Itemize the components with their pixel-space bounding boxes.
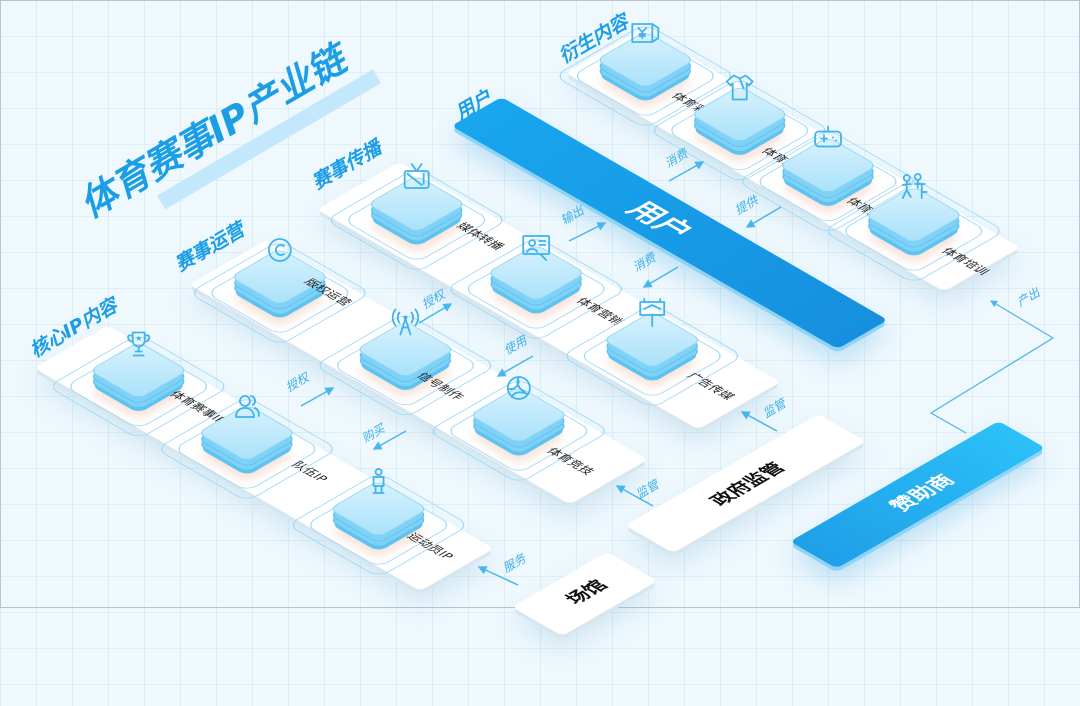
trophy-icon: [127, 331, 151, 357]
flow-arrow: [418, 303, 453, 324]
flow-arrow: [615, 485, 654, 507]
ticket-icon: [631, 23, 660, 43]
flow-arrows: [300, 161, 1055, 586]
tshirt-icon: [725, 74, 754, 101]
tv-icon: [403, 163, 430, 189]
copyright-icon: [267, 238, 292, 262]
flow-arrow: [740, 411, 778, 432]
flow-arrow: [300, 387, 335, 407]
athlete-icon: [372, 468, 385, 494]
team-icon: [235, 395, 260, 418]
flow-arrow: [372, 430, 407, 450]
flow-arrow: [642, 266, 679, 288]
flow-arrow: [568, 222, 607, 242]
training-icon: [901, 173, 928, 199]
flow-arrow: [477, 566, 519, 586]
billboard-icon: [639, 298, 666, 327]
flow-arrow: [668, 161, 705, 182]
sponsor-output-line: [929, 300, 1055, 434]
flow-arrow: [745, 206, 782, 228]
volleyball-icon: [506, 376, 531, 400]
marketing-icon: [522, 235, 551, 261]
flow-arrow: [496, 355, 534, 377]
gamepad-icon: [814, 125, 842, 148]
antenna-icon: [391, 308, 420, 336]
